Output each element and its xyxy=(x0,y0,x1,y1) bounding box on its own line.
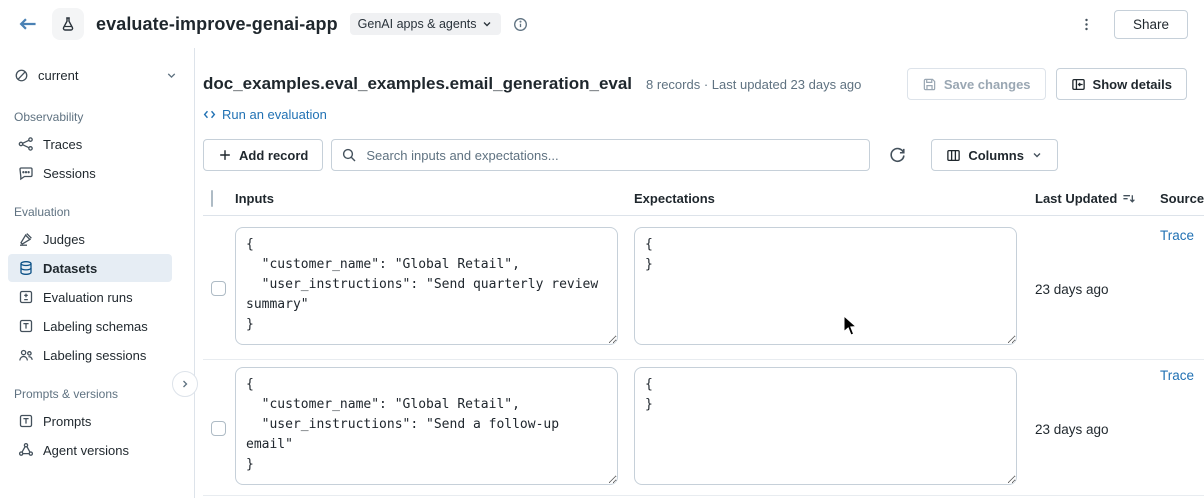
last-updated-value: 23 days ago xyxy=(1035,422,1109,437)
save-icon xyxy=(923,78,936,90)
graph-nodes-icon xyxy=(18,442,34,456)
info-icon[interactable] xyxy=(513,17,528,32)
sidebar-item-labeling-schemas[interactable]: Labeling schemas xyxy=(8,312,172,340)
version-selector[interactable]: current xyxy=(0,58,194,92)
sessions-icon xyxy=(19,167,33,181)
save-changes-button[interactable]: Save changes xyxy=(906,68,1046,100)
last-updated-value: 23 days ago xyxy=(1035,282,1109,297)
experiment-flask-icon xyxy=(52,8,84,40)
environment-switcher[interactable]: GenAI apps & agents xyxy=(349,13,501,35)
column-header-expectations: Expectations xyxy=(634,191,715,206)
dataset-meta: 8 records · Last updated 23 days ago xyxy=(646,76,862,92)
columns-icon xyxy=(947,149,961,161)
version-label: current xyxy=(38,67,79,83)
text-box-icon xyxy=(19,414,33,428)
search-input[interactable] xyxy=(331,139,871,171)
slash-circle-icon xyxy=(15,69,28,81)
main-content: doc_examples.eval_examples.email_generat… xyxy=(196,48,1204,498)
trace-link[interactable]: Trace xyxy=(1160,228,1195,243)
chevron-down-icon xyxy=(483,22,490,27)
sidebar-item-label: Evaluation runs xyxy=(43,289,133,305)
sidebar-item-sessions[interactable]: Sessions xyxy=(8,159,172,187)
table-row: { "customer_name": "Global Retail", "use… xyxy=(203,216,1204,360)
row-checkbox[interactable] xyxy=(211,281,226,296)
sidebar-item-prompts[interactable]: Prompts xyxy=(8,407,172,435)
back-arrow-icon[interactable] xyxy=(16,12,40,36)
panel-left-arrow-icon xyxy=(1071,78,1085,90)
run-evaluation-link[interactable]: Run an evaluation xyxy=(203,107,327,122)
database-icon xyxy=(20,261,32,275)
sidebar-item-label: Datasets xyxy=(43,260,98,276)
code-icon xyxy=(203,110,216,119)
expectations-json-editor[interactable]: { } xyxy=(634,227,1017,345)
inputs-json-editor[interactable]: { "customer_name": "Global Retail", "use… xyxy=(235,367,618,485)
sidebar-item-label: Judges xyxy=(43,231,85,247)
sidebar-item-label: Agent versions xyxy=(43,442,129,458)
sidebar-collapse-button[interactable] xyxy=(172,371,198,397)
table-row: { "customer_name": "Global Retail", "use… xyxy=(203,360,1204,496)
select-all-checkbox[interactable] xyxy=(211,190,213,207)
kebab-menu-icon[interactable] xyxy=(1077,15,1096,34)
section-label-prompts-versions: Prompts & versions xyxy=(14,387,119,401)
section-label-evaluation: Evaluation xyxy=(14,205,71,219)
sidebar-item-label: Sessions xyxy=(43,165,96,181)
chevron-down-icon xyxy=(1033,153,1041,158)
plus-icon xyxy=(220,150,230,160)
sidebar-item-judges[interactable]: Judges xyxy=(8,225,172,253)
inputs-json-editor[interactable]: { "customer_name": "Global Retail", "use… xyxy=(235,227,618,345)
chevron-down-icon xyxy=(167,72,176,78)
expectations-json-editor[interactable]: { } xyxy=(634,367,1017,485)
app-title: evaluate-improve-genai-app xyxy=(96,13,338,34)
table-header: Inputs Expectations Last Updated Source xyxy=(203,190,1204,216)
add-record-button[interactable]: Add record xyxy=(203,139,324,171)
section-label-observability: Observability xyxy=(14,110,84,124)
column-header-source: Source xyxy=(1160,191,1204,206)
environment-label: GenAI apps & agents xyxy=(357,17,477,31)
sidebar-item-agent-versions[interactable]: Agent versions xyxy=(8,436,172,464)
sidebar-item-labeling-sessions[interactable]: Labeling sessions xyxy=(8,341,172,369)
sidebar-item-evaluation-runs[interactable]: Evaluation runs xyxy=(8,283,172,311)
text-box-icon xyxy=(19,319,33,333)
dataset-title: doc_examples.eval_examples.email_generat… xyxy=(203,74,633,93)
column-header-inputs: Inputs xyxy=(235,191,274,206)
show-details-button[interactable]: Show details xyxy=(1055,68,1187,100)
evaluation-runs-icon xyxy=(19,290,33,304)
sidebar-item-label: Labeling schemas xyxy=(43,318,148,334)
sidebar: current Observability Traces Sessions Ev… xyxy=(0,48,195,498)
sidebar-item-label: Prompts xyxy=(43,413,92,429)
sidebar-item-label: Traces xyxy=(43,136,83,152)
refresh-icon[interactable] xyxy=(887,145,908,166)
chevron-right-icon xyxy=(183,380,188,388)
sidebar-item-traces[interactable]: Traces xyxy=(8,130,172,158)
sort-descending-icon[interactable] xyxy=(1122,191,1137,206)
row-checkbox[interactable] xyxy=(211,421,226,436)
people-icon xyxy=(19,349,33,361)
top-bar: evaluate-improve-genai-app GenAI apps & … xyxy=(0,0,1204,48)
traces-icon xyxy=(18,137,33,151)
share-button[interactable]: Share xyxy=(1113,9,1188,39)
search-icon xyxy=(343,148,356,162)
columns-button[interactable]: Columns xyxy=(931,139,1058,171)
sidebar-item-label: Labeling sessions xyxy=(43,347,147,363)
gavel-icon xyxy=(20,233,32,246)
column-header-last-updated[interactable]: Last Updated xyxy=(1035,191,1118,206)
sidebar-item-datasets[interactable]: Datasets xyxy=(8,254,172,282)
trace-link[interactable]: Trace xyxy=(1160,368,1195,383)
